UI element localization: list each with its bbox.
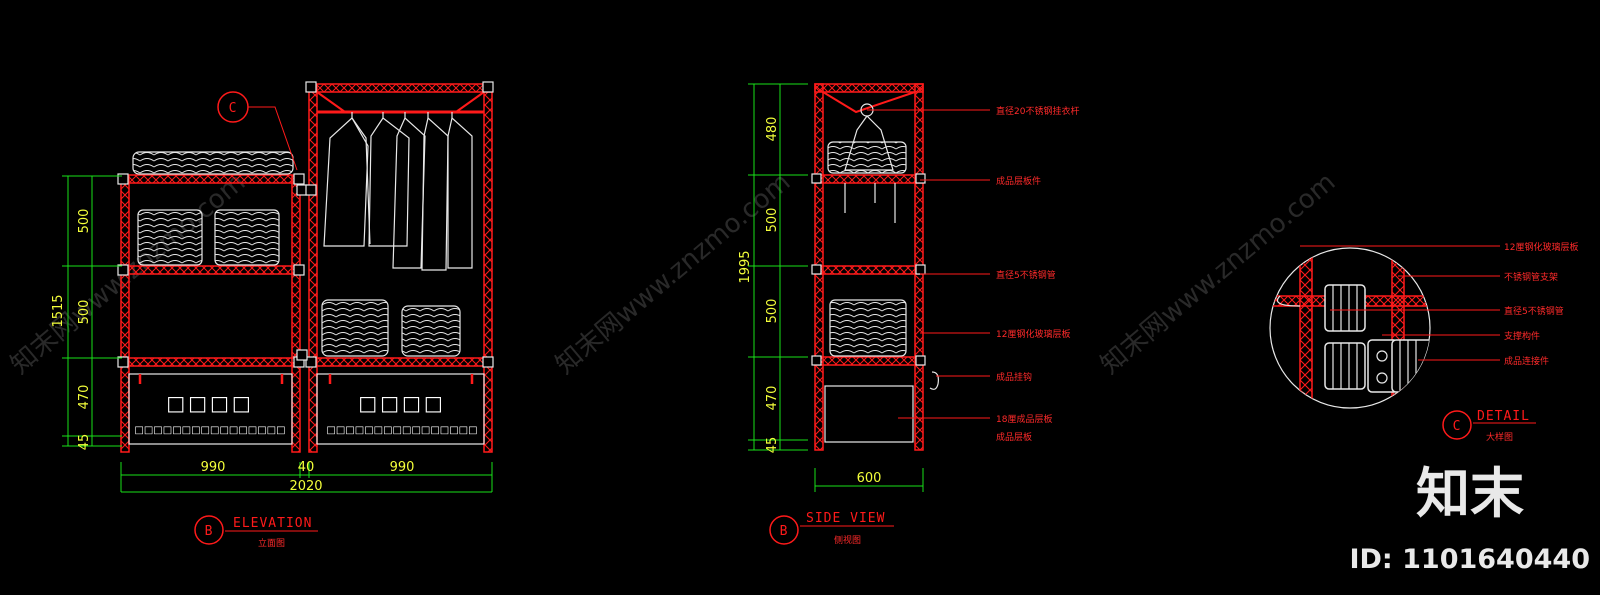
annotation-note: 18厘成品层板 (996, 413, 1052, 425)
hanging-clothes (323, 112, 473, 271)
view-title: ELEVATION (233, 516, 312, 531)
dimension-label: 45 (77, 434, 92, 451)
dimension-label: 500 (77, 209, 92, 234)
dimension-label: 2020 (289, 479, 322, 494)
annotation-note: 成品层板 (996, 431, 1032, 443)
dimension-label: 480 (765, 117, 780, 142)
title-letter: B (205, 524, 214, 539)
dimension-label: 990 (201, 460, 226, 475)
annotation-note: 成品挂钩 (996, 371, 1032, 383)
dimension-label: 500 (77, 300, 92, 325)
panel-label: □□□□ (166, 391, 254, 415)
view-subtitle: 大样图 (1486, 431, 1513, 443)
dimension-label: 500 (765, 299, 780, 324)
dimension-label: 45 (765, 437, 780, 454)
brand-logo: 知末 (1416, 462, 1524, 525)
title-letter: B (780, 524, 789, 539)
view-title: SIDE VIEW (806, 511, 885, 526)
annotation-note: 12厘钢化玻璃层板 (1504, 241, 1578, 253)
annotation-note: 直径20不锈钢挂衣杆 (996, 105, 1079, 117)
brand-mark: 知末 ID: 1101640440 (1349, 462, 1590, 575)
watermark-text: 知末网www.znzmo.com (550, 167, 796, 380)
folded-clothes (132, 151, 461, 357)
dimension-label: 1995 (738, 250, 753, 283)
panel-label: □□□□□□□□□□□□□□□□ (134, 425, 285, 436)
panel-label: □□□□□□□□□□□□□□□□ (326, 425, 477, 436)
dimension-label: 990 (390, 460, 415, 475)
dimension-label: 470 (77, 385, 92, 410)
brand-id: ID: 1101640440 (1349, 544, 1590, 575)
annotation-note: 12厘钢化玻璃层板 (996, 328, 1070, 340)
view-title: DETAIL (1477, 409, 1530, 424)
annotation-note: 直径5不锈钢管 (1504, 305, 1564, 317)
dimension-label: 1515 (51, 294, 66, 327)
annotation-note: 直径5不锈钢管 (996, 269, 1056, 281)
annotation-note: 不锈钢管支架 (1504, 271, 1558, 283)
view-subtitle: 侧视图 (834, 534, 861, 546)
side-view: 1995 480 500 500 470 45 600 直径20不锈钢挂衣杆 成… (738, 83, 1079, 546)
annotation-note: 支撑构件 (1504, 330, 1540, 342)
annotation-note: 成品连接件 (1504, 355, 1549, 367)
elevation-view: □□□□ □□□□□□□□□□□□□□□□ □□□□ □□□□□□□□□□□□□… (51, 81, 494, 549)
dimension-label: 500 (765, 208, 780, 233)
detail-view: 12厘钢化玻璃层板 不锈钢管支架 直径5不锈钢管 支撑构件 成品连接件 C DE… (1269, 241, 1578, 443)
dimension-label: 470 (765, 386, 780, 411)
dimension-label: 40 (298, 460, 315, 475)
title-letter: C (1453, 419, 1462, 434)
dimension-label: 600 (857, 471, 882, 486)
panel-label: □□□□ (358, 391, 446, 415)
view-subtitle: 立面图 (258, 537, 285, 549)
callout-letter: C (229, 101, 238, 116)
annotation-note: 成品层板件 (996, 175, 1041, 187)
